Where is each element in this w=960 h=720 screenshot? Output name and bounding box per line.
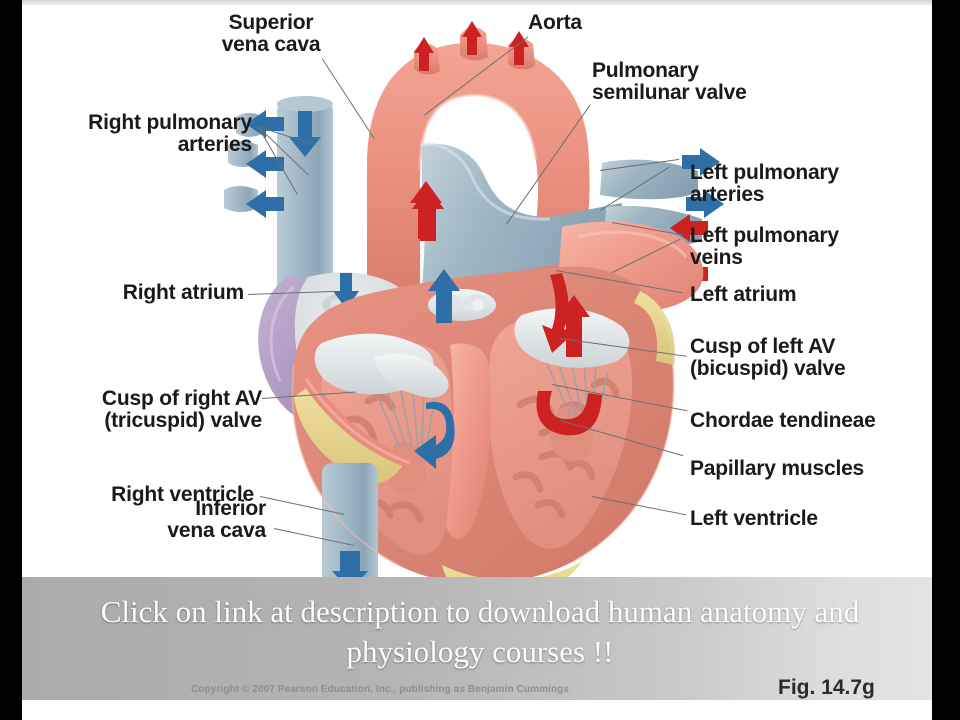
overlay-line-1: Click on link at description to download… [100,594,860,629]
label-left-pulmonary-arteries: Left pulmonary arteries [690,161,839,206]
interventricular-septum [446,343,492,539]
figure-number: Fig. 14.7g [778,676,875,699]
left-pulmonary-artery-arrows [682,148,724,218]
top-edge-strip [0,0,960,5]
right-letterbox-border [932,0,960,720]
label-left-atrium: Left atrium [690,283,797,306]
aortic-branch-flow-arrows [414,21,529,71]
label-superior-vena-cava: Superior vena cava [221,11,321,56]
label-pulmonary-semilunar-valve: Pulmonary semilunar valve [592,59,747,104]
right-heart-flow-arrows [414,269,460,469]
label-right-pulmonary-arteries: Right pulmonary arteries [88,111,252,156]
copyright-notice: Copyright © 2007 Pearson Education, Inc.… [190,684,570,695]
label-left-ventricle: Left ventricle [690,507,818,530]
inferior-vena-cava-shape [322,463,378,595]
coronary-fat-left [294,387,404,484]
label-papillary-muscles: Papillary muscles [690,457,865,480]
label-right-atrium: Right atrium [122,281,244,304]
label-right-ventricle: Right ventricle [111,483,254,506]
label-left-pulmonary-veins: Left pulmonary veins [690,224,839,269]
label-chordae-tendineae: Chordae tendineae [690,409,876,432]
left-letterbox-border [0,0,22,720]
label-cusp-of-left-av-valve: Cusp of left AV (bicuspid) valve [690,335,846,380]
overlay-banner [22,577,932,700]
overlay-banner-text: Click on link at description to download… [0,592,960,671]
label-inferior-vena-cava: Inferior vena cava [167,497,266,542]
coronary-fat-right [634,291,675,365]
svc-flow-arrow [289,111,321,157]
overlay-line-2: physiology courses !! [346,633,614,669]
heart-diagram-artwork [22,5,932,605]
heart-illustration [224,21,724,599]
label-cusp-of-right-av-valve: Cusp of right AV (tricuspid) valve [101,387,262,432]
label-aorta: Aorta [528,11,582,34]
superior-vena-cava-shape [277,101,333,301]
